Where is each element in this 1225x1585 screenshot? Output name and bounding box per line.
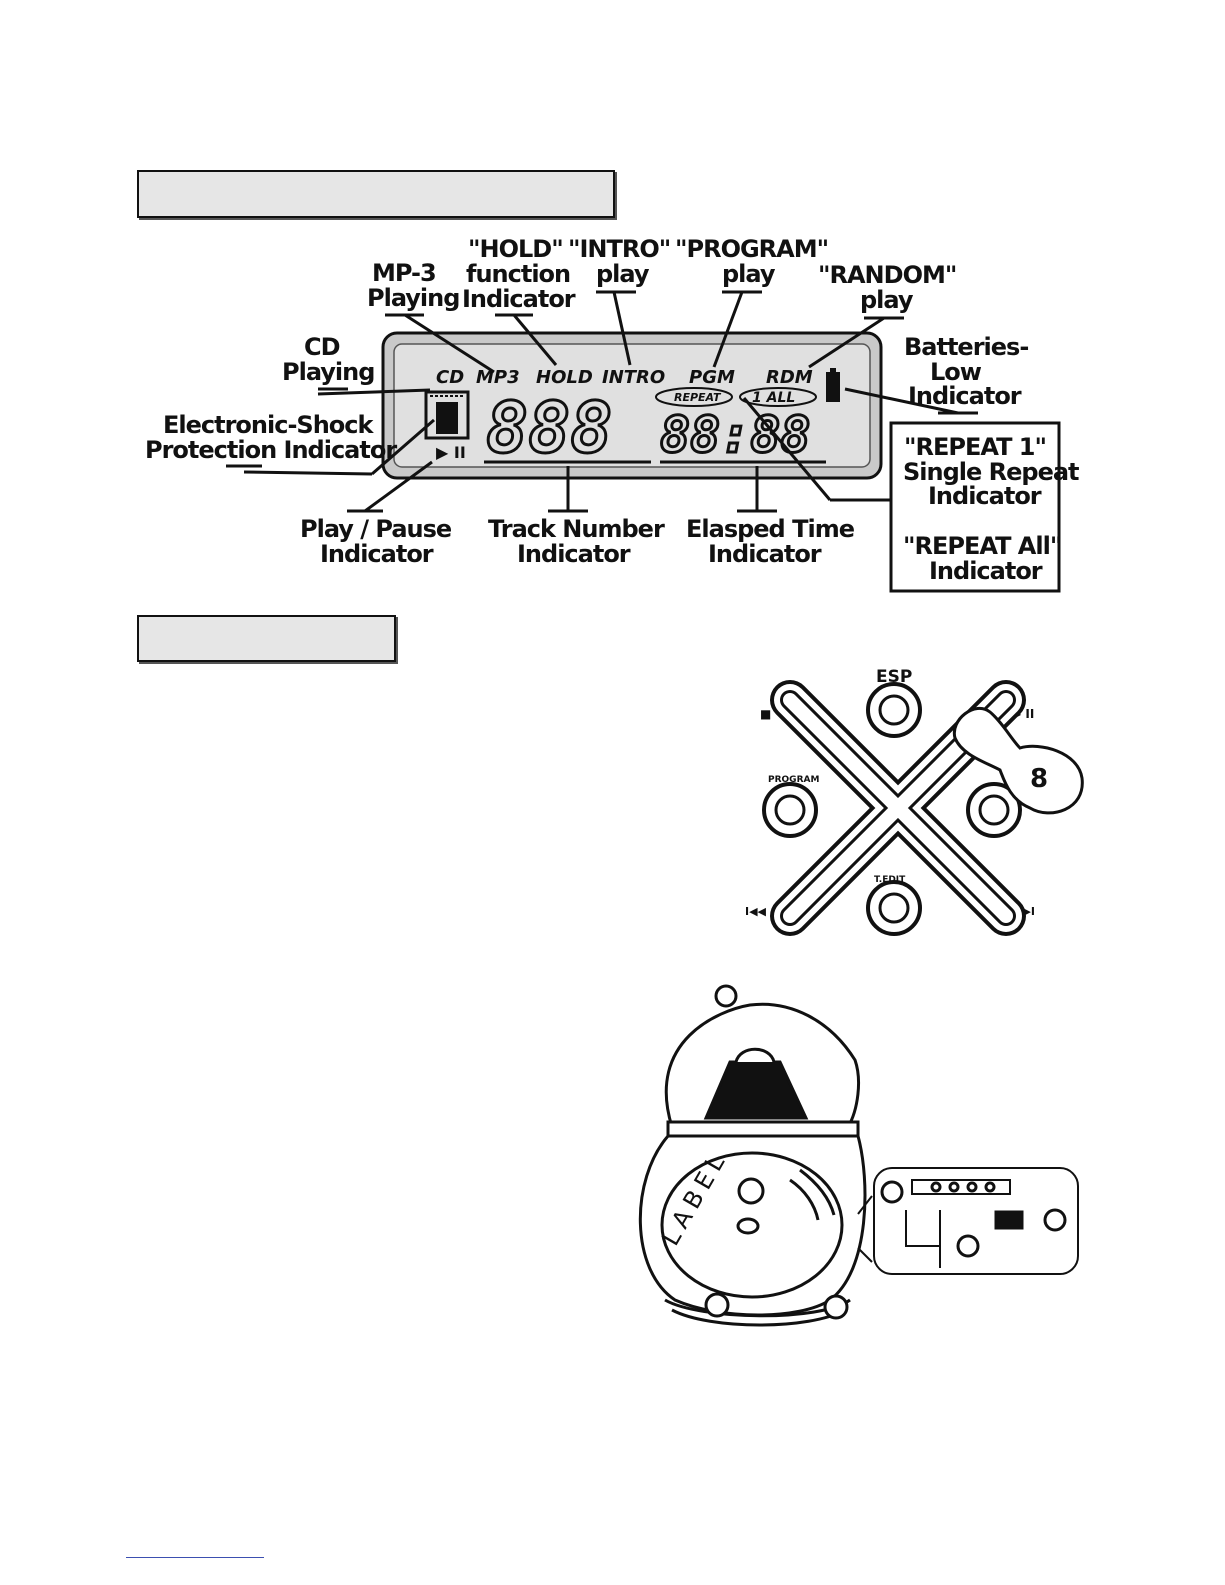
track-number-label-2: Indicator [517,540,631,568]
lcd-hold-text: HOLD [536,367,593,388]
esp-label-1: Electronic-Shock [163,411,375,439]
hold-label-2: function [466,260,570,288]
lcd-time-digits: 88:88 [660,406,811,464]
lcd-rdm-text: RDM [766,367,813,388]
headphone-plug [994,1210,1024,1230]
mp3-playing-label-1: MP-3 [372,259,436,287]
random-label-2: play [860,286,914,314]
repeat-capsule [655,387,733,407]
elapsed-time-label-2: Indicator [708,540,822,568]
esp-glass-icon [424,390,470,440]
lcd-repeat-text: REPEAT [674,391,722,404]
spindle [736,1217,760,1235]
hand-6-icon [956,1234,980,1258]
repeat1-label-2: Single Repeat [903,458,1079,486]
hand-1-icon [714,984,738,1008]
elapsed-time-label-1: Elasped Time [686,515,855,543]
repeat1-label-3: Indicator [928,482,1042,510]
footer-link-rule [126,1557,264,1559]
pointing-hand-icon: 8 [952,706,1084,815]
hand-5-icon [880,1180,904,1204]
controls-section-header-box [137,615,396,662]
disc [660,1151,844,1299]
hand-4-icon [823,1294,849,1320]
hinge [666,1120,860,1138]
cd-playing-label-2: Playing [282,358,374,386]
repeatall-label-1: "REPEAT All" [903,532,1061,560]
lcd-intro-text: INTRO [602,367,665,388]
disc-loading-diagram [638,984,1079,1327]
step-number: 8 [1030,764,1048,794]
lcd-mp3-text: MP3 [476,367,520,388]
repeat1-label-1: "REPEAT 1" [904,433,1046,461]
hand-2-icon [737,1177,765,1205]
prev-button-label: I◀◀ [745,905,767,918]
controls-diagram: ESP ■ ▶ II PROGRAM T.EDIT I◀◀ ▶▶I 8 [745,667,1084,936]
lcd-track-digits: 888 [486,387,612,469]
lid-window [703,1060,809,1120]
lcd-repeat-mode-text: 1 ALL [752,390,795,406]
hold-label-3: Indicator [462,285,576,313]
esp-button-label: ESP [876,667,912,687]
lcd-cd-text: CD [436,367,464,388]
play-pause-label-2: Indicator [320,540,434,568]
hand-7-icon [1043,1208,1067,1232]
battery-label-2: Low [930,358,982,386]
hand-3-icon [704,1292,730,1318]
stop-button-label: ■ [760,707,771,721]
lcd-display-diagram: CD MP3 HOLD INTRO PGM RDM REPEAT 1 ALL ▶… [145,235,1080,593]
lcd-play-pause-text: ▶ II [436,443,466,462]
repeat-mode-capsule [739,387,817,407]
random-label-1: "RANDOM" [818,261,956,289]
esp-label-2: Protection Indicator [145,436,397,464]
program-button-label: PROGRAM [768,775,819,785]
lcd-section-header-box [137,170,615,218]
program-label-2: play [722,260,776,288]
t-edit-button-label: T.EDIT [874,875,906,885]
cd-playing-label-1: CD [304,333,340,361]
hold-label-1: "HOLD" [468,235,563,263]
battery-low-icon [826,372,840,402]
repeat-callout-box [889,421,1061,593]
intro-label-2: play [596,260,650,288]
repeatall-label-2: Indicator [929,557,1043,585]
program-label-1: "PROGRAM" [675,235,828,263]
intro-label-1: "INTRO" [568,235,670,263]
play-pause-label-1: Play / Pause [300,515,452,543]
mp3-playing-label-2: Playing [367,284,459,312]
lcd-screen [393,343,871,468]
lcd-pgm-text: PGM [689,367,735,388]
battery-label-1: Batteries- [904,333,1028,361]
track-number-label-1: Track Number [488,515,665,543]
callout-leader-lines [226,290,978,513]
